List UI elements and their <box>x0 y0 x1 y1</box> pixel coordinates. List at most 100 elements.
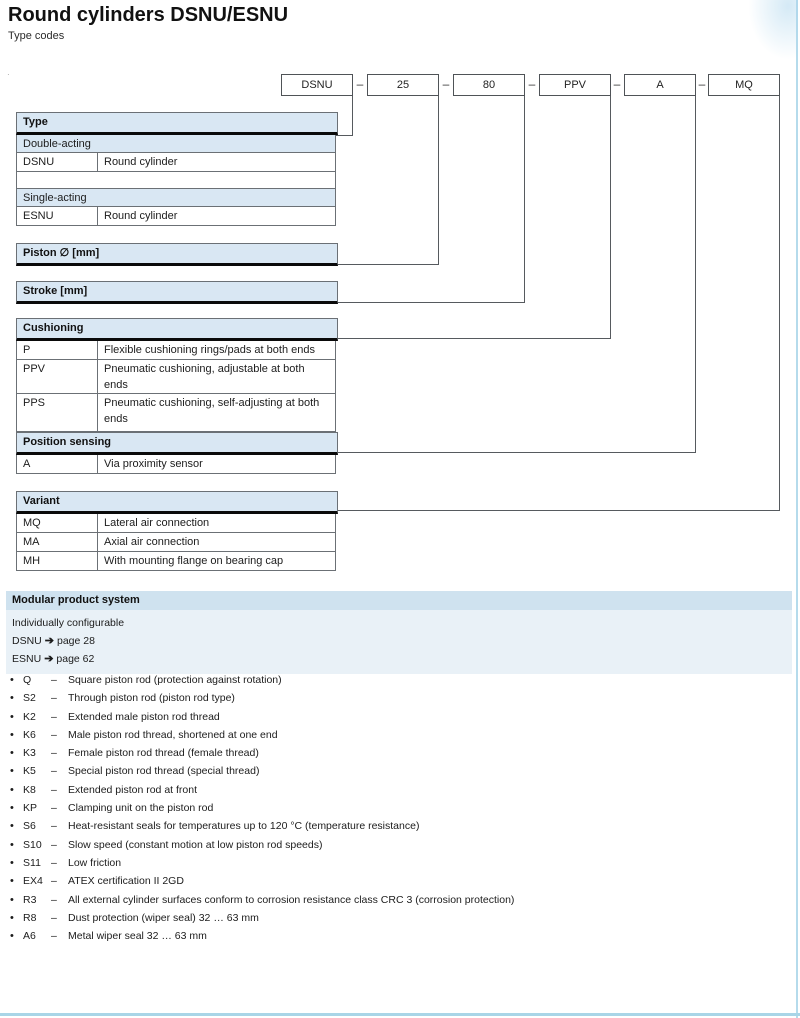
table-row: P Flexible cushioning rings/pads at both… <box>17 341 335 360</box>
list-item: • K3 – Female piston rod thread (female … <box>10 744 710 762</box>
connector-sensing-v <box>695 96 696 453</box>
modular-intro: Individually configurable <box>12 617 125 629</box>
option-code: K5 <box>23 765 36 778</box>
piston-header: Piston ∅ [mm] <box>16 243 338 266</box>
table-row: MH With mounting flange on bearing cap <box>17 552 335 570</box>
option-dash: – <box>51 674 57 686</box>
row-code: ESNU <box>17 207 98 225</box>
row-code: MH <box>17 552 98 570</box>
table-row: ESNU Round cylinder <box>17 207 335 225</box>
modular-link-dsnu: DSNU➔page 28 <box>12 632 792 650</box>
code-dash: – <box>442 77 450 91</box>
modular-product-box: Modular product system Individually conf… <box>6 591 792 674</box>
options-list: • Q – Square piston rod (protection agai… <box>10 671 710 945</box>
option-code: R3 <box>23 893 37 906</box>
list-item: • R8 – Dust protection (wiper seal) 32 …… <box>10 909 710 927</box>
bullet-icon: • <box>10 802 14 815</box>
row-desc: Via proximity sensor <box>104 458 203 470</box>
option-dash: – <box>51 911 57 924</box>
option-code: S10 <box>23 838 42 851</box>
row-desc: With mounting flange on bearing cap <box>104 555 284 567</box>
option-dash: – <box>51 838 57 851</box>
list-item: • S6 – Heat-resistant seals for temperat… <box>10 817 710 835</box>
connector-cushioning-v <box>610 96 611 339</box>
bullet-icon: • <box>10 710 14 723</box>
option-dash: – <box>51 875 57 888</box>
table-row: A Via proximity sensor <box>17 455 335 473</box>
stroke-header-label: Stroke [mm] <box>23 285 88 297</box>
row-code: A <box>17 455 98 473</box>
option-dash: – <box>51 728 57 741</box>
position-table-header-label: Position sensing <box>23 436 112 448</box>
row-code: PPV <box>17 360 98 393</box>
option-desc: Dust protection (wiper seal) 32 … 63 mm <box>68 911 259 924</box>
type-table-header-label: Type <box>23 116 48 128</box>
bullet-icon: • <box>10 911 14 924</box>
bullet-icon: • <box>10 820 14 833</box>
piston-header-label: Piston ∅ [mm] <box>23 247 100 259</box>
list-item: • R3 – All external cylinder surfaces co… <box>10 891 710 909</box>
option-dash: – <box>51 802 57 815</box>
cushioning-table-header-label: Cushioning <box>23 322 84 334</box>
connector-type-v <box>352 96 353 136</box>
list-item: • A6 – Metal wiper seal 32 … 63 mm <box>10 927 710 945</box>
modular-box-header: Modular product system <box>6 591 792 610</box>
arrow-right-icon: ➔ <box>44 653 54 665</box>
row-code: MQ <box>17 514 98 532</box>
row-desc: Lateral air connection <box>104 517 210 529</box>
page-title: Round cylinders DSNU/ESNU <box>8 4 289 26</box>
connector-cushioning-h <box>336 338 611 339</box>
connector-variant-v <box>779 96 780 511</box>
list-item: • S2 – Through piston rod (piston rod ty… <box>10 689 710 707</box>
blank-row <box>17 172 335 189</box>
list-item: • K5 – Special piston rod thread (specia… <box>10 762 710 780</box>
table-row: DSNU Round cylinder <box>17 153 335 172</box>
table-row: PPS Pneumatic cushioning, self-adjusting… <box>17 394 335 431</box>
bullet-icon: • <box>10 728 14 741</box>
option-dash: – <box>51 747 57 760</box>
type-group-double-acting: Double-acting <box>17 135 335 153</box>
stray-dot: · <box>7 70 10 79</box>
page-edge-bottom <box>0 1013 800 1016</box>
option-code: K2 <box>23 710 36 723</box>
bullet-icon: • <box>10 747 14 760</box>
option-desc: Slow speed (constant motion at low pisto… <box>68 838 323 851</box>
row-code: DSNU <box>17 153 98 171</box>
code-dash: – <box>356 77 364 91</box>
option-desc: Extended piston rod at front <box>68 783 197 796</box>
position-table-header: Position sensing <box>16 432 338 455</box>
option-desc: Metal wiper seal 32 … 63 mm <box>68 930 207 943</box>
row-code: MA <box>17 533 98 551</box>
option-code: S2 <box>23 692 36 705</box>
option-desc: Heat-resistant seals for temperatures up… <box>68 820 420 833</box>
modular-link-page: page 62 <box>56 653 95 665</box>
list-item: • Q – Square piston rod (protection agai… <box>10 671 710 689</box>
bullet-icon: • <box>10 765 14 778</box>
code-box-piston: 25 <box>367 74 439 96</box>
option-dash: – <box>51 765 57 778</box>
option-desc: ATEX certification II 2GD <box>68 875 184 888</box>
option-desc: Special piston rod thread (special threa… <box>68 765 260 778</box>
option-desc: Male piston rod thread, shortened at one… <box>68 728 278 741</box>
bullet-icon: • <box>10 893 14 906</box>
option-code: KP <box>23 802 38 815</box>
connector-sensing-h <box>336 452 696 453</box>
option-code: K8 <box>23 783 36 796</box>
option-code: R8 <box>23 911 37 924</box>
arrow-right-icon: ➔ <box>44 635 54 647</box>
variant-table-header-label: Variant <box>23 495 60 507</box>
code-box-type: DSNU <box>281 74 353 96</box>
connector-piston-h <box>336 264 439 265</box>
list-item: • K8 – Extended piston rod at front <box>10 781 710 799</box>
type-group-single-acting: Single-acting <box>17 189 335 207</box>
variant-table-header: Variant <box>16 491 338 514</box>
bullet-icon: • <box>10 838 14 851</box>
type-table-header: Type <box>16 112 338 135</box>
list-item: • EX4 – ATEX certification II 2GD <box>10 872 710 890</box>
list-item: • S10 – Slow speed (constant motion at l… <box>10 836 710 854</box>
code-dash: – <box>613 77 621 91</box>
code-box-stroke: 80 <box>453 74 525 96</box>
bullet-icon: • <box>10 875 14 888</box>
modular-box-body: Individually configurable DSNU➔page 28 E… <box>6 610 792 674</box>
option-code: EX4 <box>23 875 43 888</box>
